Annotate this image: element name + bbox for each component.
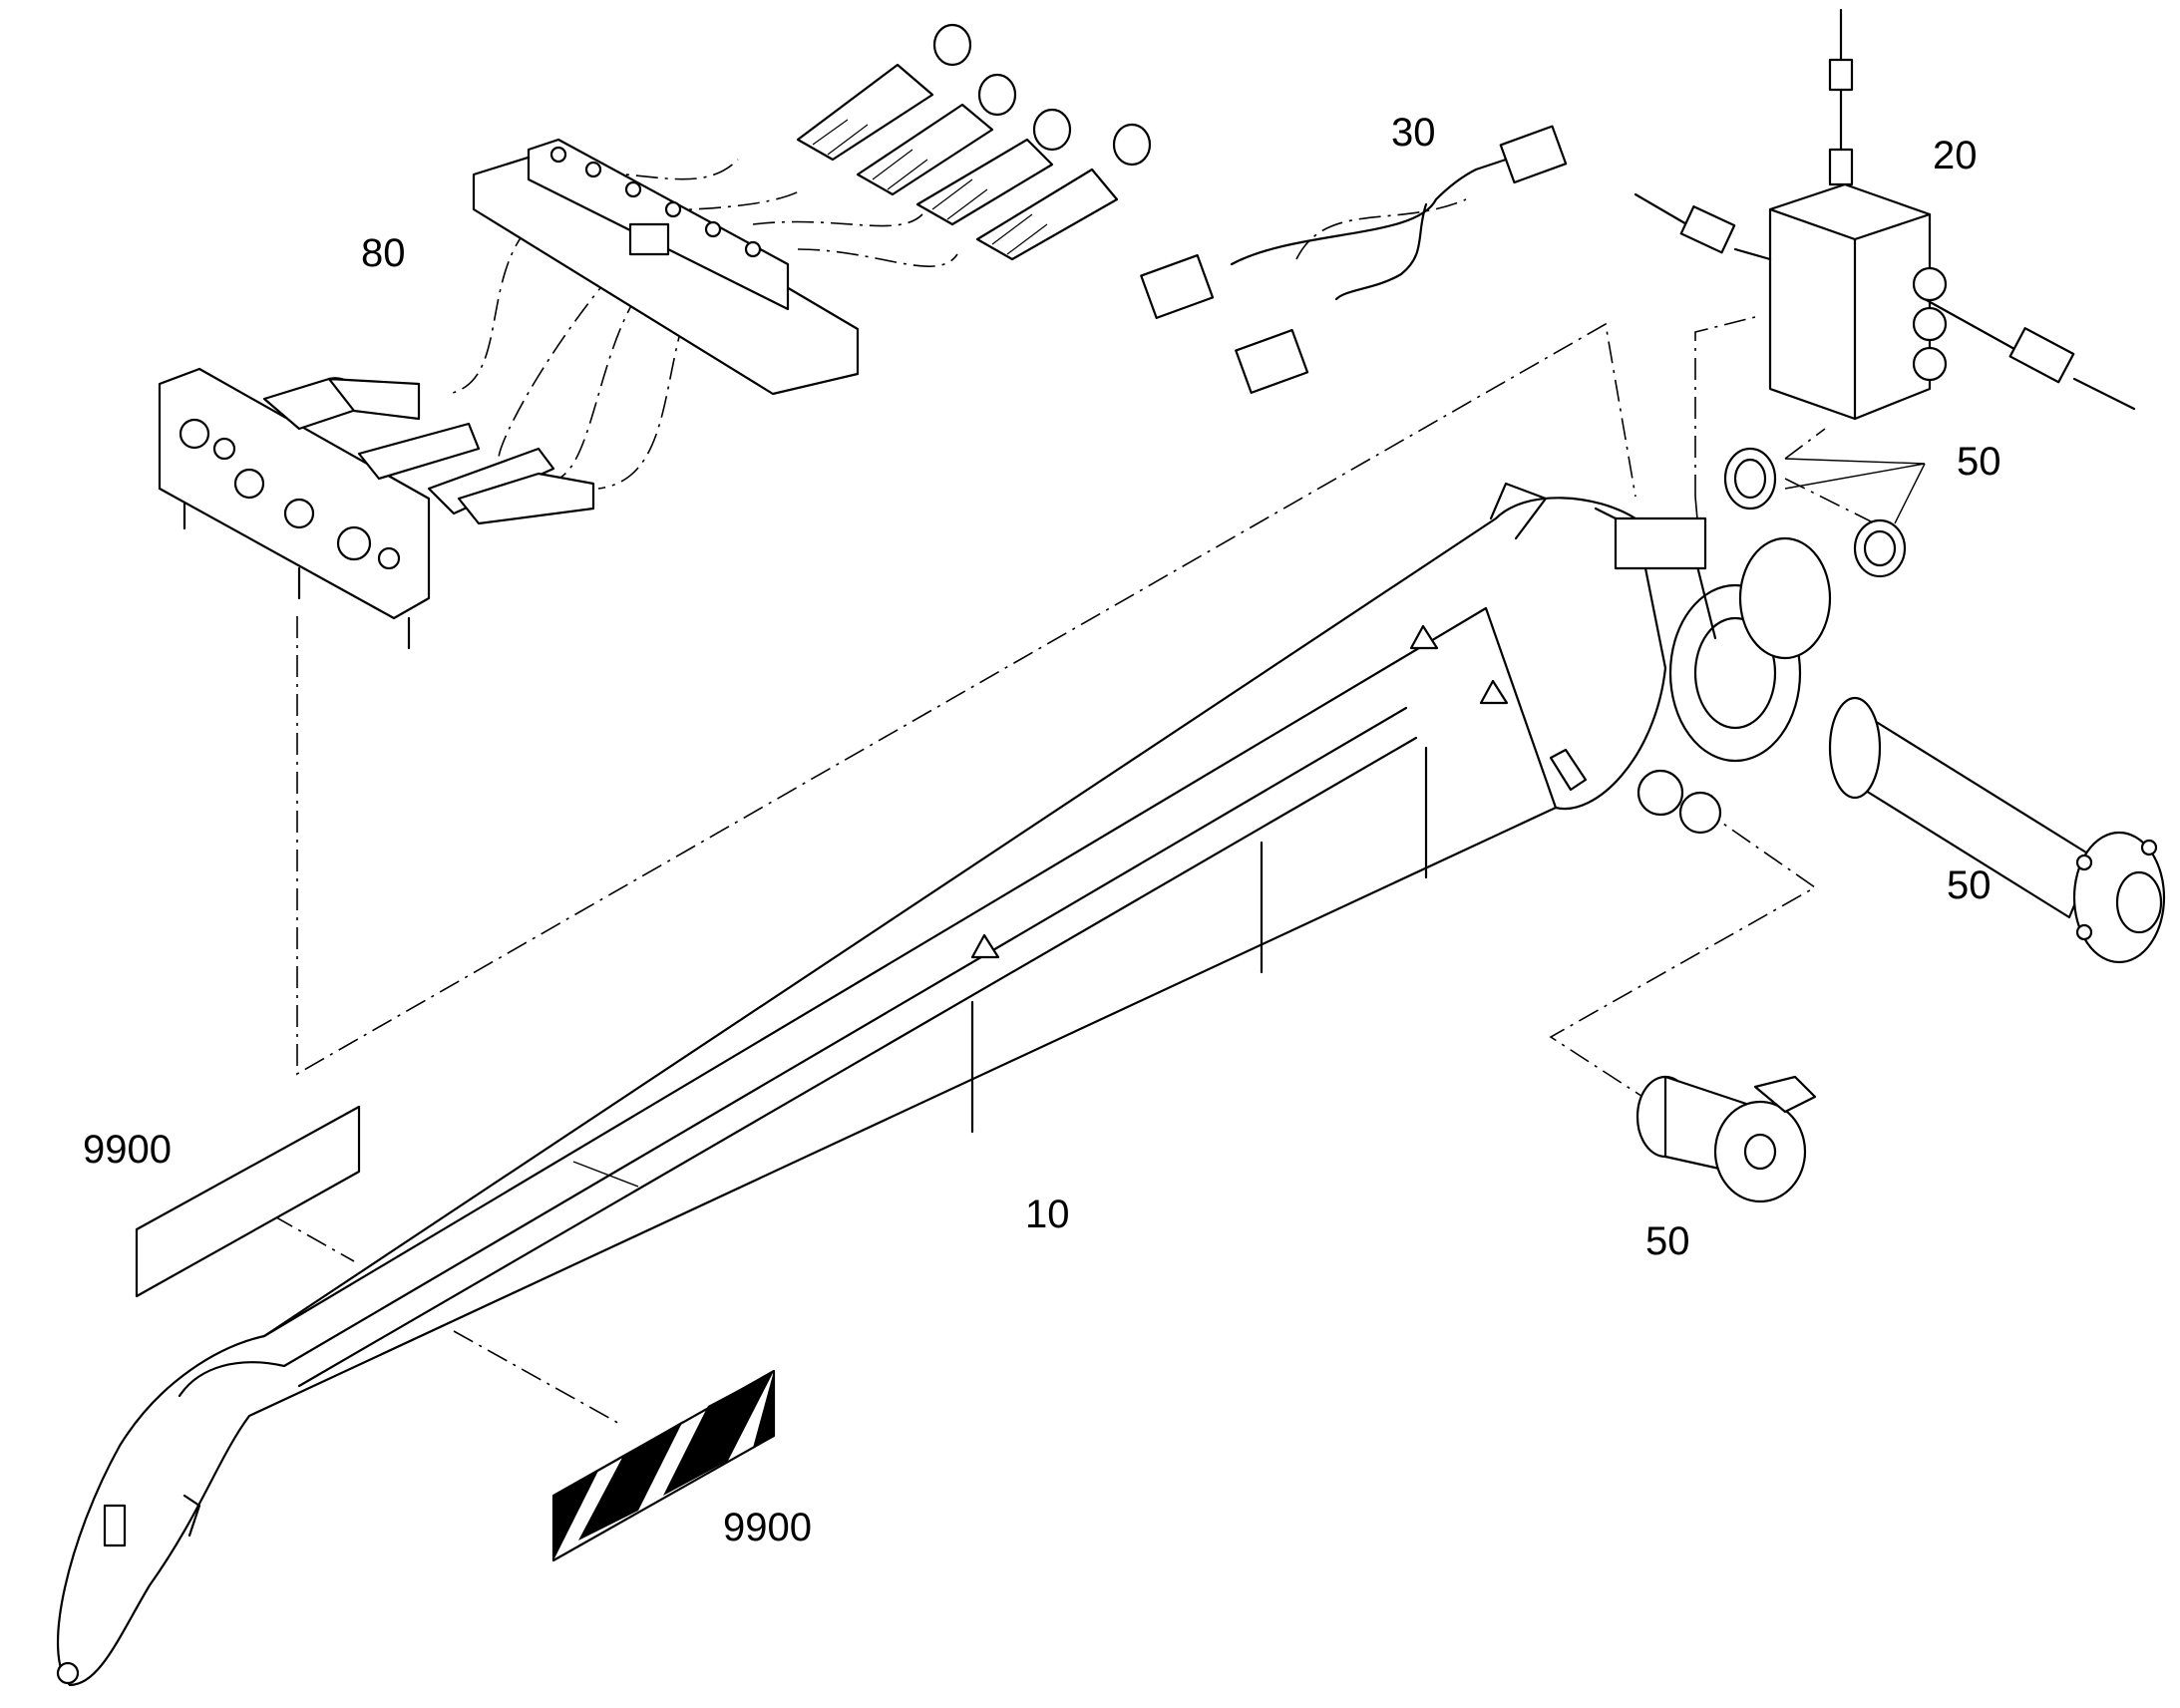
hose-clamp-assembly <box>158 138 860 650</box>
callout-20-valve-block: 20 <box>1933 134 1978 177</box>
callout-30-sensor-cable: 30 <box>1391 111 1436 155</box>
decal-striped-shape <box>551 1369 776 1562</box>
callout-50-seal-rings: 50 <box>1957 440 2001 484</box>
callout-9900-decal-plain: 9900 <box>83 1128 172 1172</box>
lower-pin <box>1635 1075 1817 1203</box>
hose-fittings <box>796 23 1152 261</box>
boom-arm <box>56 482 1832 1687</box>
callout-9900-decal-striped: 9900 <box>723 1506 812 1549</box>
callout-50-lower-pin: 50 <box>1645 1219 1690 1263</box>
sensor-cable <box>1140 125 1568 394</box>
decal-plain-shape <box>135 1105 361 1298</box>
seal-rings <box>1723 447 1926 578</box>
callout-50-pivot-pin: 50 <box>1947 863 1992 907</box>
callout-10-boom: 10 <box>1025 1193 1070 1236</box>
callout-80-hose-clamp: 80 <box>361 231 406 275</box>
pivot-pin <box>1828 696 2166 964</box>
valve-block <box>1634 8 2136 421</box>
